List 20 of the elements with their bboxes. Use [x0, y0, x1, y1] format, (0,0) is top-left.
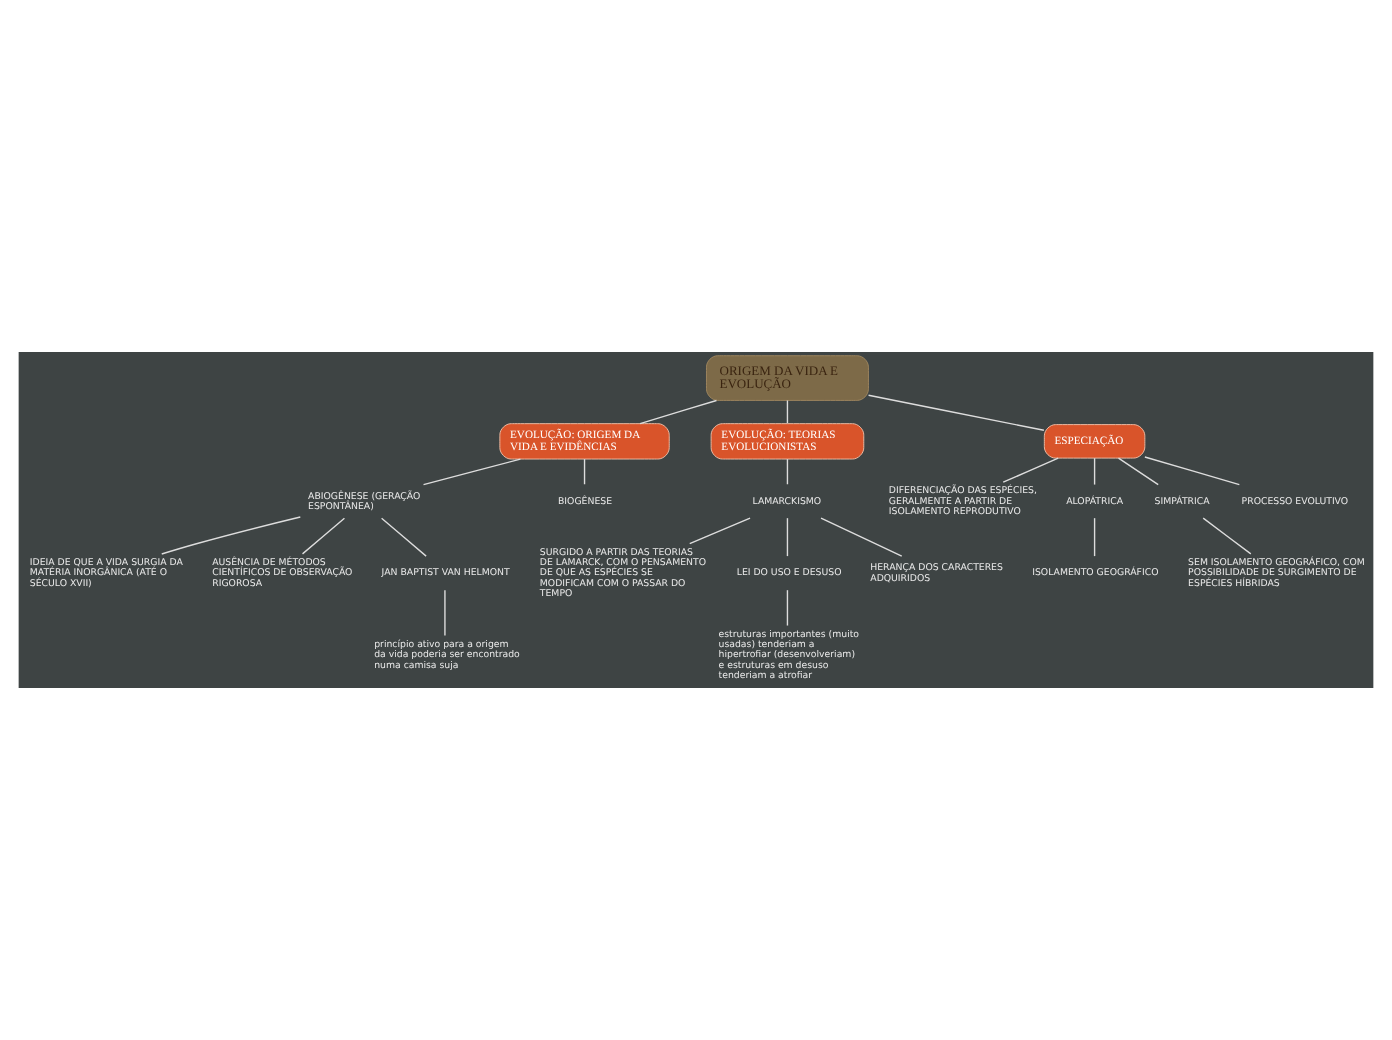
connector	[1202, 517, 1252, 555]
connector	[422, 458, 522, 486]
connector	[786, 589, 789, 627]
connector	[786, 399, 789, 424]
connector	[639, 399, 718, 425]
connector	[583, 458, 586, 485]
connector	[301, 517, 346, 555]
connector	[689, 517, 751, 545]
connector	[1093, 517, 1096, 557]
connector	[1144, 456, 1241, 486]
connector	[444, 589, 446, 637]
connector	[161, 516, 301, 555]
connector	[786, 458, 789, 485]
connector	[1117, 457, 1159, 486]
connector	[1093, 457, 1096, 486]
connector	[380, 517, 427, 557]
connector	[786, 517, 789, 557]
connector	[820, 517, 903, 557]
connector	[1002, 457, 1059, 483]
connector	[867, 394, 1045, 431]
